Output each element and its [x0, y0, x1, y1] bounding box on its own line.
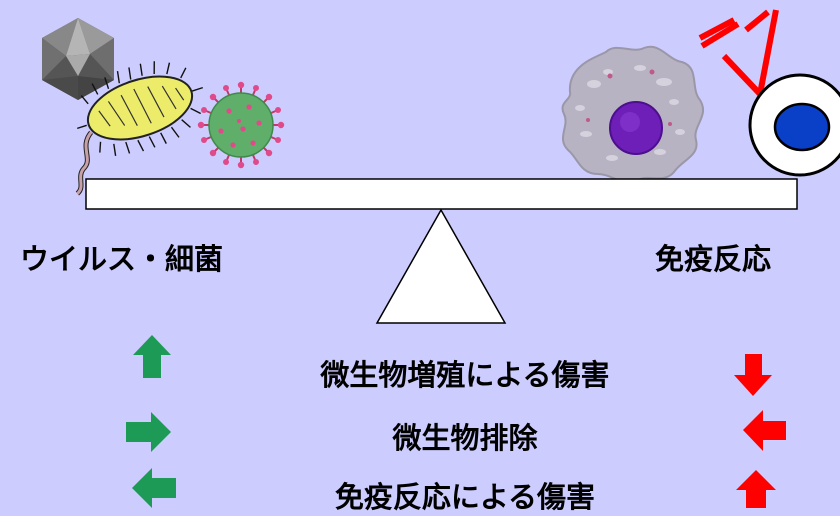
row-text-microbe-elimination: 微生物排除 [392, 421, 538, 455]
row-text-microbe-damage: 微生物増殖による傷害 [320, 358, 610, 392]
label-pathogens: ウイルス・細菌 [20, 242, 224, 276]
label-immune-response: 免疫反応 [655, 242, 772, 276]
